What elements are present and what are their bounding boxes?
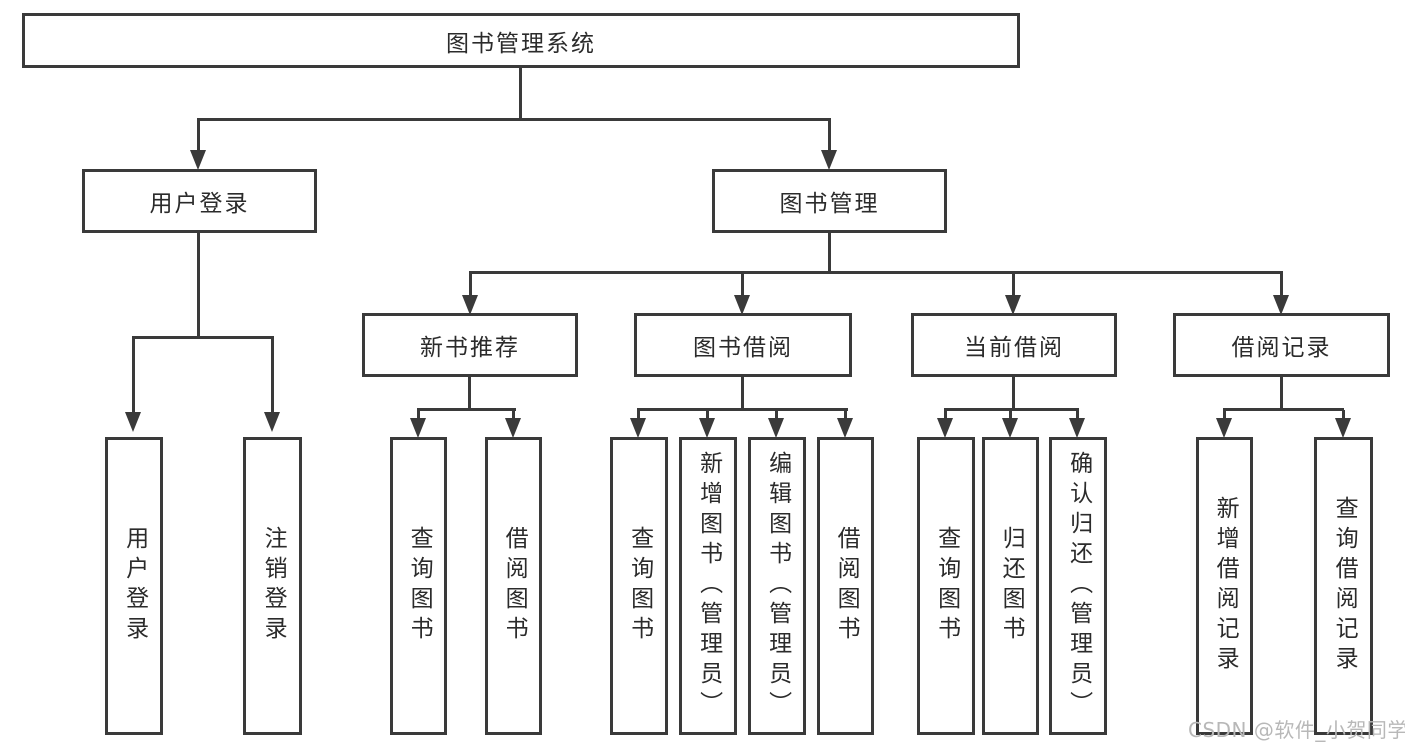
node-book-management: 图书管理 xyxy=(712,169,947,233)
node-library-management-system: 图书管理系统 xyxy=(22,13,1020,68)
node-current-borrowing: 当前借阅 xyxy=(911,313,1117,377)
connector-drop xyxy=(1012,273,1015,297)
node-label: 图书管理系统 xyxy=(446,30,596,57)
connector-branch-level1 xyxy=(197,118,831,121)
connector-new-book-stub xyxy=(468,377,471,408)
node-leaf-add-books-admin: 新增图书（管理员） xyxy=(679,437,737,735)
arrowhead-down-icon xyxy=(734,295,750,315)
connector-borrow-records-stub xyxy=(1280,377,1283,408)
arrowhead-down-icon xyxy=(1216,418,1232,438)
connector-user-login-stub xyxy=(197,233,200,336)
arrowhead-down-icon xyxy=(630,418,646,438)
connector-drop xyxy=(844,410,847,422)
node-borrowing-records: 借阅记录 xyxy=(1173,313,1390,377)
arrowhead-down-icon xyxy=(768,418,784,438)
node-leaf-return-books: 归还图书 xyxy=(982,437,1039,735)
node-label: 当前借阅 xyxy=(964,335,1064,361)
node-label: 查询图书 xyxy=(406,526,433,646)
csdn-watermark: CSDN @软件_小贺同学 xyxy=(1188,718,1405,742)
connector-root-stub xyxy=(519,68,522,120)
node-label: 借阅图书 xyxy=(833,526,860,646)
node-label: 用户登录 xyxy=(121,526,148,646)
arrowhead-down-icon xyxy=(1335,418,1351,438)
node-label: 图书借阅 xyxy=(693,335,793,361)
node-label: 图书管理 xyxy=(779,191,880,217)
arrowhead-down-icon xyxy=(937,418,953,438)
connector-current-borrow-stub xyxy=(1012,377,1015,408)
arrowhead-down-icon xyxy=(505,418,521,438)
connector-drop xyxy=(637,410,640,422)
node-label: 注销登录 xyxy=(260,526,287,646)
connector-drop xyxy=(775,410,778,422)
arrowhead-down-icon xyxy=(699,418,715,438)
node-label: 新增借阅记录 xyxy=(1212,496,1239,676)
arrowhead-down-icon xyxy=(410,418,426,438)
node-label: 归还图书 xyxy=(998,526,1025,646)
node-label: 编辑图书（管理员） xyxy=(764,451,791,721)
node-leaf-add-borrow-record: 新增借阅记录 xyxy=(1196,437,1253,735)
arrowhead-down-icon xyxy=(190,150,206,170)
connector-branch-level3 xyxy=(469,271,1283,274)
node-leaf-query-borrow-record: 查询借阅记录 xyxy=(1314,437,1373,735)
connector-drop xyxy=(271,338,274,414)
arrowhead-down-icon xyxy=(1002,418,1018,438)
node-leaf-borrow-books-1: 借阅图书 xyxy=(485,437,542,735)
node-label: 查询图书 xyxy=(933,526,960,646)
arrowhead-down-icon xyxy=(1069,418,1085,438)
connector-drop xyxy=(1009,410,1012,422)
node-label: 用户登录 xyxy=(149,191,250,217)
node-leaf-edit-books-admin: 编辑图书（管理员） xyxy=(748,437,806,735)
node-label: 新书推荐 xyxy=(420,335,520,361)
node-label: 新增图书（管理员） xyxy=(695,451,722,721)
connector-drop xyxy=(1280,273,1283,297)
node-leaf-query-books-1: 查询图书 xyxy=(390,437,447,735)
node-leaf-logout: 注销登录 xyxy=(243,437,302,735)
connector-branch-borrow-records xyxy=(1223,408,1344,411)
connector-branch-current-borrow xyxy=(944,408,1079,411)
node-leaf-confirm-return-admin: 确认归还（管理员） xyxy=(1049,437,1107,735)
node-leaf-user-login: 用户登录 xyxy=(105,437,163,735)
node-leaf-query-books-3: 查询图书 xyxy=(917,437,975,735)
connector-drop-book-management xyxy=(828,120,831,152)
connector-drop-user-login xyxy=(197,120,200,152)
connector-drop xyxy=(706,410,709,422)
node-new-book-recommendation: 新书推荐 xyxy=(362,313,578,377)
connector-book-borrow-stub xyxy=(741,377,744,408)
arrowhead-down-icon xyxy=(264,412,280,432)
node-label: 查询借阅记录 xyxy=(1331,496,1358,676)
connector-branch-user-login xyxy=(132,336,274,339)
arrowhead-down-icon xyxy=(462,295,478,315)
arrowhead-down-icon xyxy=(837,418,853,438)
connector-drop xyxy=(132,338,135,414)
node-leaf-borrow-books-2: 借阅图书 xyxy=(817,437,874,735)
connector-drop xyxy=(469,273,472,297)
node-book-borrowing: 图书借阅 xyxy=(634,313,852,377)
node-leaf-query-books-2: 查询图书 xyxy=(610,437,668,735)
connector-drop xyxy=(1223,410,1226,422)
connector-drop xyxy=(741,273,744,297)
connector-drop xyxy=(1076,410,1079,422)
connector-book-management-stub xyxy=(828,233,831,271)
arrowhead-down-icon xyxy=(1005,295,1021,315)
arrowhead-down-icon xyxy=(821,150,837,170)
connector-drop xyxy=(417,410,420,422)
arrowhead-down-icon xyxy=(1273,295,1289,315)
node-user-login: 用户登录 xyxy=(82,169,317,233)
connector-drop xyxy=(1342,410,1345,422)
connector-branch-book-borrow xyxy=(637,408,848,411)
node-label: 查询图书 xyxy=(626,526,653,646)
node-label: 借阅图书 xyxy=(501,526,528,646)
connector-drop xyxy=(944,410,947,422)
arrowhead-down-icon xyxy=(125,412,141,432)
connector-branch-new-book xyxy=(417,408,516,411)
node-label: 确认归还（管理员） xyxy=(1065,451,1092,721)
connector-drop xyxy=(512,410,515,422)
node-label: 借阅记录 xyxy=(1231,335,1332,361)
